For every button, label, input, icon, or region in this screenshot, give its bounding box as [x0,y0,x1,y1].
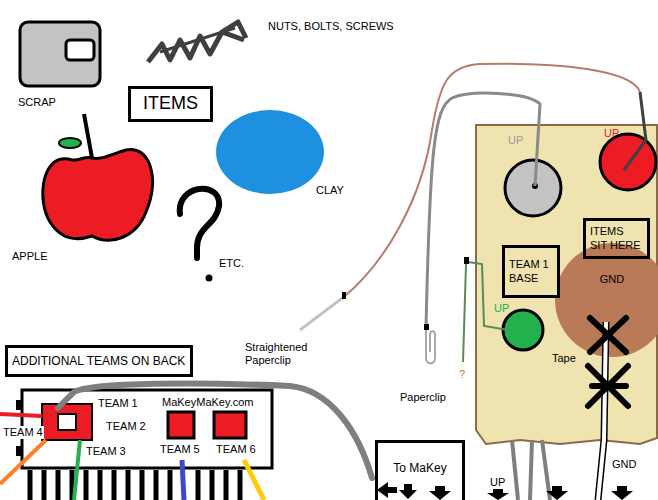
note-box: ADDITIONAL TEAMS ON BACK [5,345,193,377]
gray-button [505,160,561,216]
node-text: ITEMS [143,93,198,115]
ground-circle [555,243,658,357]
part-label: Straightened Paperclip [245,341,325,367]
signal-label: UP [494,302,509,315]
board-pins [30,470,240,500]
pin-label: TEAM 5 [160,443,200,456]
node-text: TEAM 1 BASE [509,258,553,284]
part-label: APPLE [12,250,47,263]
pin-label: TEAM 1 [98,397,138,410]
note-label: ? [459,368,465,381]
wire-joint [424,324,429,330]
signal-label: GND [612,458,636,471]
board-leads [512,440,550,500]
arrow-symbol [611,486,633,500]
node-text: GND [600,273,624,286]
bolt-shaft [160,28,235,52]
board-label: MaKeyMaKey.com [162,396,254,409]
scrap-window [66,40,94,60]
node-text: ITEMS SIT HERE [590,225,643,251]
part-label: Tape [552,352,576,365]
node-text: ADDITIONAL TEAMS ON BACK [12,354,185,368]
bolt-drawing [148,22,246,62]
items-area-box: ITEMS SIT HERE [583,218,650,259]
green-lead [74,440,80,500]
part-label: ETC. [219,257,244,270]
question-dot [206,275,213,282]
signal-label: UP [490,476,505,489]
pin-label: TEAM 6 [216,443,256,456]
part-label: NUTS, BOLTS, SCREWS [268,20,394,33]
pin-label: TEAM 3 [86,445,126,458]
team-pad [168,412,194,438]
red-button-lead [624,92,646,170]
makey-board [22,390,272,468]
signal-label: UP [508,134,523,147]
blue-wire [182,460,184,500]
pad-center [58,414,76,430]
part-label: CLAY [316,184,344,197]
yellow-wire [244,460,264,500]
pin-label: TEAM 2 [106,420,146,433]
board-notch [16,446,23,456]
question-mark [180,189,219,258]
arrow-symbol [399,484,417,499]
gray-cable [58,384,372,478]
arrow-symbol [546,486,568,500]
apple-body [43,149,153,240]
green-button [503,310,543,350]
red-button [600,134,656,190]
arrow-symbol [487,489,509,500]
board-notch [16,400,23,410]
pin-label: TEAM 4 [2,426,44,439]
apple-stem [84,114,92,158]
node-text: To MaKey [393,461,446,475]
wire-joint [342,292,346,299]
arrow-symbol [377,482,397,498]
scrap-icon [20,22,100,86]
orange-wire [0,440,46,484]
paperclip [426,330,435,363]
signal-label: UP [604,127,619,140]
team-pads [42,404,92,440]
destination-box: To MaKey [375,440,465,500]
items-box: ITEMS [128,86,213,122]
part-label: SCRAP [18,96,56,109]
red-wire [0,414,42,416]
team-base-box: TEAM 1 BASE [502,245,560,298]
straightened-paperclip [300,296,345,330]
part-label: Paperclip [400,391,446,404]
team-pad [214,412,246,438]
apple-leaf [59,138,81,148]
arrow-symbol [429,486,451,500]
wire-joint [464,257,469,264]
clay-blob [216,110,324,194]
